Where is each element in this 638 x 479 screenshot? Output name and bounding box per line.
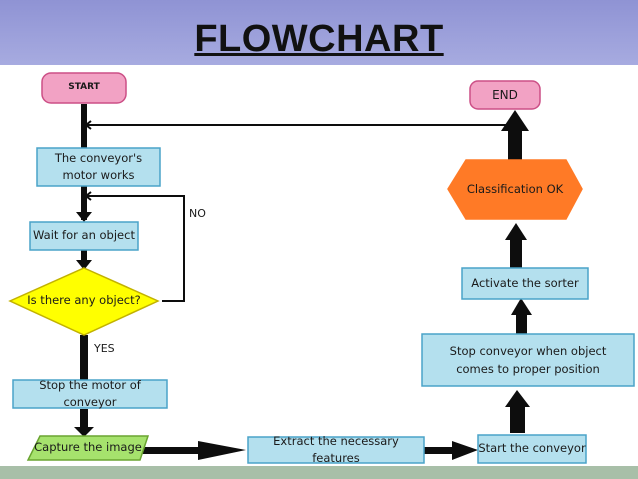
arrow-decision-to-stop	[80, 335, 88, 380]
arrowhead-extract	[198, 441, 246, 460]
wait-box	[29, 221, 139, 251]
arrow-stop-to-capture	[80, 409, 88, 433]
classification-hexagon	[447, 159, 583, 220]
arrow-motor-to-wait	[81, 186, 87, 220]
arrowhead-classification	[505, 223, 527, 240]
arrowhead-capture	[74, 427, 94, 437]
arrow-classification-to-end	[508, 128, 522, 160]
arrow-start-to-motor	[81, 104, 87, 152]
page-title: FLOWCHART	[194, 18, 444, 60]
stop-conveyor-box	[421, 333, 635, 387]
arrowhead-end	[501, 110, 529, 131]
no-edge-label: NO	[189, 207, 206, 220]
arrow-capture-to-extract	[142, 447, 200, 454]
arrowhead-stopconv	[505, 390, 530, 407]
header-banner	[0, 0, 638, 65]
arrowhead-start-conveyor	[452, 441, 478, 460]
arrowhead-decision	[76, 260, 92, 270]
capture-parallelogram	[26, 435, 150, 461]
arrow-sorter-to-classification	[510, 238, 522, 268]
arrow-extract-to-start	[424, 447, 454, 454]
motor-works-box	[36, 147, 161, 187]
arrow-stopconv-to-sorter	[516, 313, 527, 334]
no-loop-line	[86, 195, 185, 302]
arrow-wait-to-decision	[81, 250, 87, 266]
start-terminal	[41, 72, 127, 104]
stop-motor-box	[12, 379, 168, 409]
footer-bar	[0, 466, 638, 479]
decision-diamond	[8, 267, 160, 336]
extract-box	[247, 436, 425, 464]
activate-sorter-box	[461, 267, 589, 300]
arrowhead-wait	[76, 212, 92, 222]
yes-edge-label: YES	[94, 342, 115, 355]
arrowhead-sorter	[511, 298, 532, 315]
end-terminal	[469, 80, 541, 110]
arrow-startconv-to-stopconv	[510, 405, 525, 433]
start-conveyor-box	[477, 434, 587, 464]
